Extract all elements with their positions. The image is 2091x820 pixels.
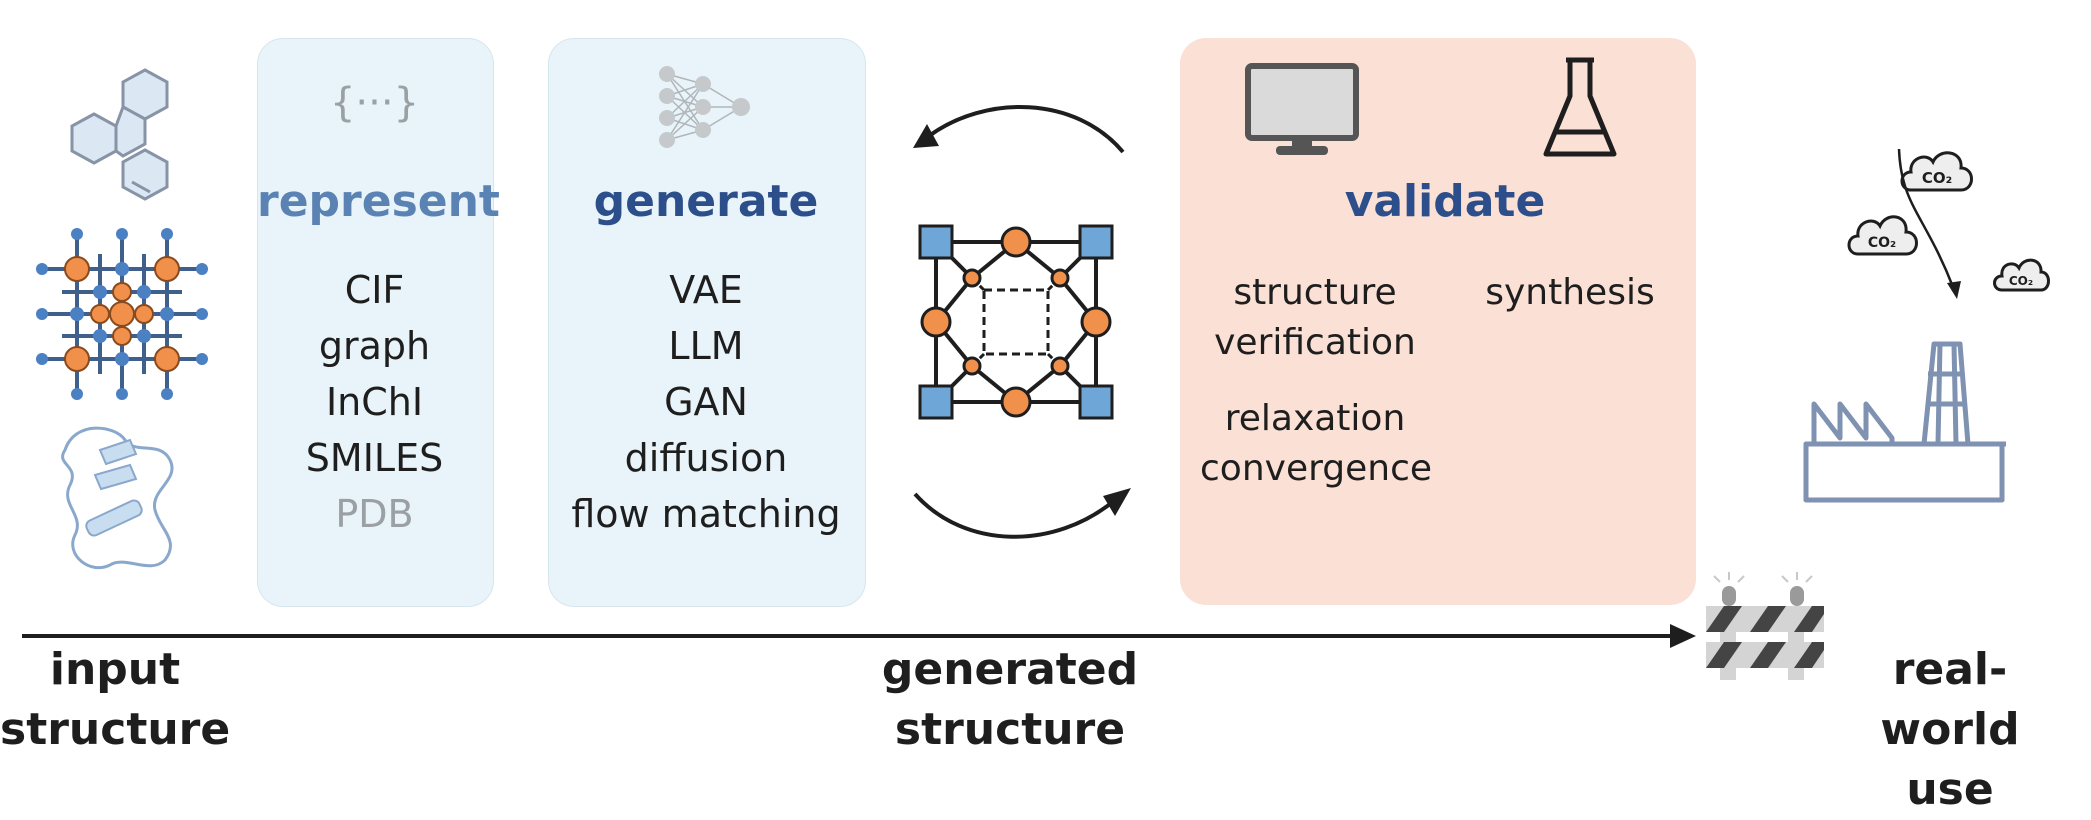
timeline-arrow [22, 624, 1696, 648]
list-item: diffusion [624, 436, 788, 480]
roadblock-barrier-icon [1706, 572, 1824, 680]
list-item: InChI [325, 380, 424, 424]
factory-icon [1803, 341, 2006, 503]
list-item: GAN [664, 380, 748, 424]
co2-cloud-icon: CO₂ [1900, 151, 1973, 192]
relaxation-convergence-label: relaxation convergence [1200, 398, 1433, 489]
framework-structure-icon [918, 224, 1114, 420]
list-item: PDB [335, 492, 414, 536]
forward-arrow-bottom [913, 488, 1131, 539]
generate-list: VAE LLM GAN diffusion flow matching [548, 262, 864, 542]
flask-icon [1543, 57, 1617, 157]
crystal-lattice-icon [36, 228, 208, 400]
list-item: VAE [669, 268, 743, 312]
co2-label: CO₂ [1868, 235, 1896, 251]
generated-structure-label: generated structure [881, 644, 1139, 755]
co2-cloud-icon: CO₂ [1847, 215, 1918, 256]
represent-list: CIF graph InChI SMILES PDB [257, 262, 492, 542]
structure-verification-label: structure verification [1214, 272, 1416, 363]
curly-braces-icon: {···} [329, 80, 420, 126]
emission-arrow [1897, 148, 1961, 299]
list-item: flow matching [571, 492, 841, 536]
synthesis-label: synthesis [1485, 272, 1655, 313]
validate-title: validate [1344, 176, 1546, 227]
co2-cloud-icon: CO₂ [1993, 258, 2050, 292]
generate-title: generate [593, 176, 819, 227]
feedback-arrow-top [913, 105, 1125, 154]
protein-icon [61, 426, 174, 570]
list-item: graph [318, 324, 431, 368]
computer-monitor-icon [1245, 63, 1359, 155]
represent-panel [257, 38, 494, 607]
list-item: SMILES [305, 436, 444, 480]
input-structure-label: input structure [0, 644, 231, 755]
list-item: CIF [344, 268, 405, 312]
co2-label: CO₂ [2009, 274, 2033, 288]
neural-network-icon [659, 66, 750, 148]
real-world-use-label: real-world use [1880, 644, 2020, 815]
co2-label: CO₂ [1922, 169, 1952, 187]
list-item: LLM [668, 324, 744, 368]
represent-title: represent [257, 176, 500, 227]
hexagon-molecule-icon [70, 68, 169, 201]
